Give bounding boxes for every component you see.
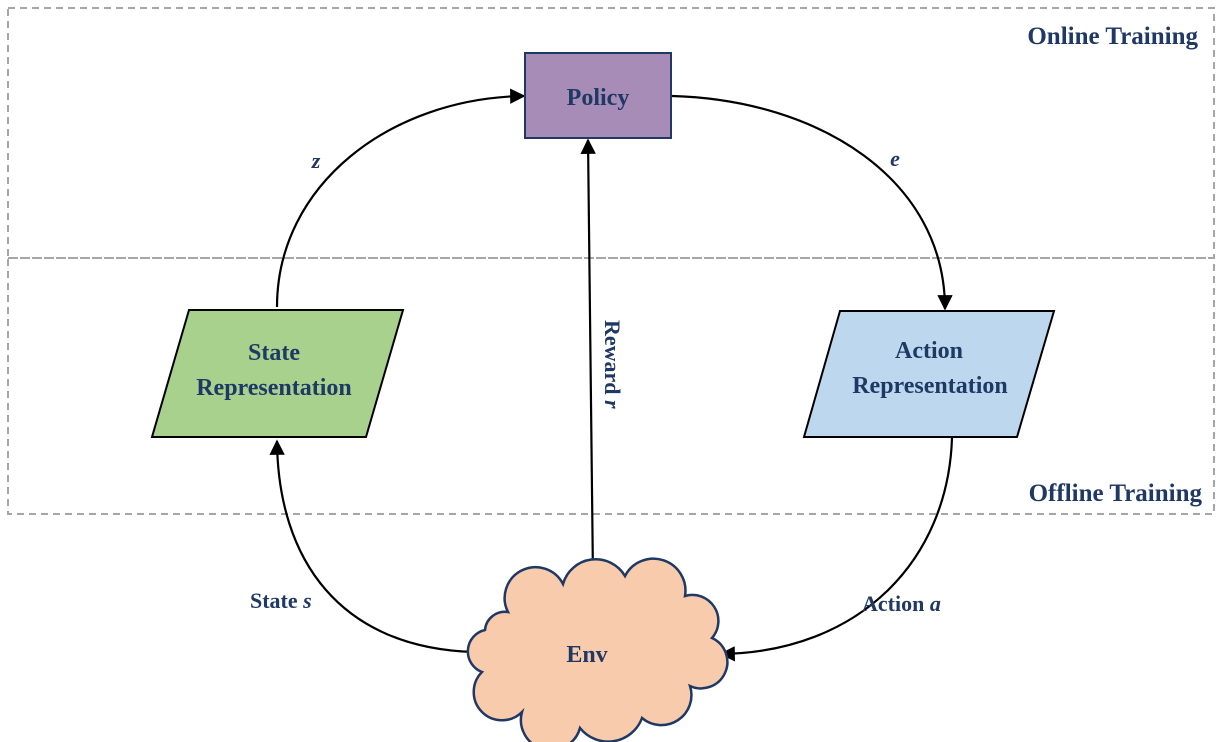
env-cloud-node	[466, 557, 729, 742]
state-edge-text: State	[250, 588, 303, 613]
action-representation-line1: Action	[895, 338, 963, 364]
edge-label-action: Action a	[862, 591, 941, 616]
state-edge-var: s	[302, 588, 312, 613]
edge-state-rep-to-policy	[275, 88, 526, 308]
action-edge-text: Action	[862, 591, 930, 616]
edge-env-to-state-rep	[269, 439, 475, 654]
online-training-label: Online Training	[1027, 23, 1198, 50]
edge-env-to-policy-reward	[580, 138, 596, 579]
offline-training-region	[7, 257, 1215, 515]
policy-label: Policy	[567, 85, 630, 111]
reward-var: r	[600, 400, 625, 409]
offline-training-label: Offline Training	[1029, 480, 1203, 507]
state-representation-line1: State	[248, 340, 300, 366]
state-representation-line2: Representation	[196, 375, 352, 401]
state-representation-node	[150, 309, 405, 438]
policy-node	[524, 52, 672, 139]
edge-label-e: e	[890, 146, 900, 171]
edge-policy-to-action-rep	[671, 94, 953, 311]
edge-label-state: State s	[250, 588, 312, 613]
edge-action-rep-to-env	[719, 437, 954, 662]
action-representation-node	[802, 310, 1056, 438]
action-representation-line2: Representation	[852, 373, 1008, 399]
state-representation-label: State Representation	[196, 340, 352, 401]
edge-label-z: z	[311, 148, 321, 173]
env-label: Env	[566, 642, 607, 668]
reward-text: Reward	[600, 320, 625, 400]
action-edge-var: a	[930, 591, 941, 616]
edge-label-reward: Reward r	[600, 320, 625, 409]
action-representation-label: Action Representation	[852, 338, 1008, 399]
